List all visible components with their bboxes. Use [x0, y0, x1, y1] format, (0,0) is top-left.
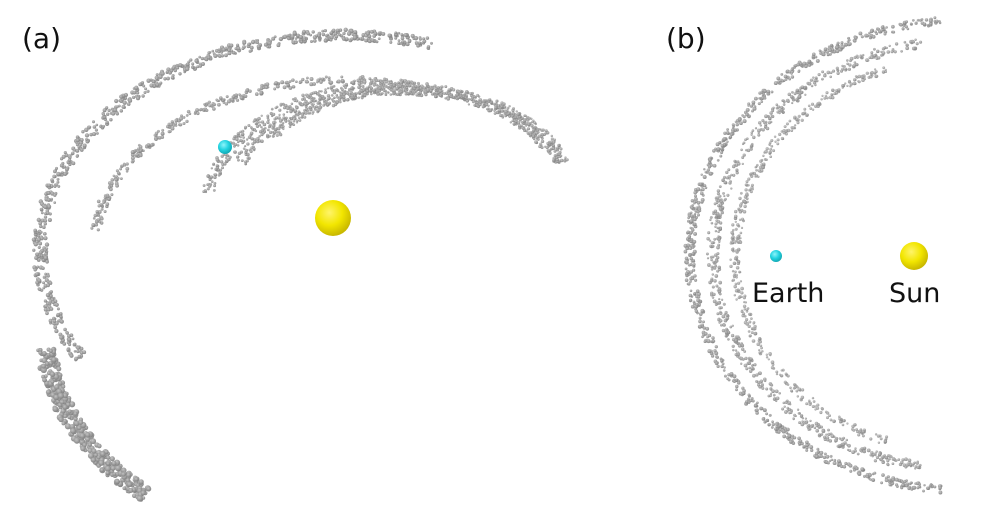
sun-icon — [900, 242, 928, 270]
particle-stream-a — [31, 27, 569, 502]
particle-stream-b — [683, 16, 943, 495]
sun-label: Sun — [889, 278, 940, 309]
earth-label: Earth — [752, 278, 824, 309]
panel-a-label: (a) — [22, 22, 61, 55]
panel-b-label: (b) — [666, 22, 706, 55]
sun-icon — [315, 200, 351, 236]
panel-b: (b) Earth Sun — [666, 16, 943, 495]
earth-icon — [770, 250, 782, 262]
earth-icon — [218, 140, 232, 154]
panel-a: (a) — [22, 22, 569, 502]
